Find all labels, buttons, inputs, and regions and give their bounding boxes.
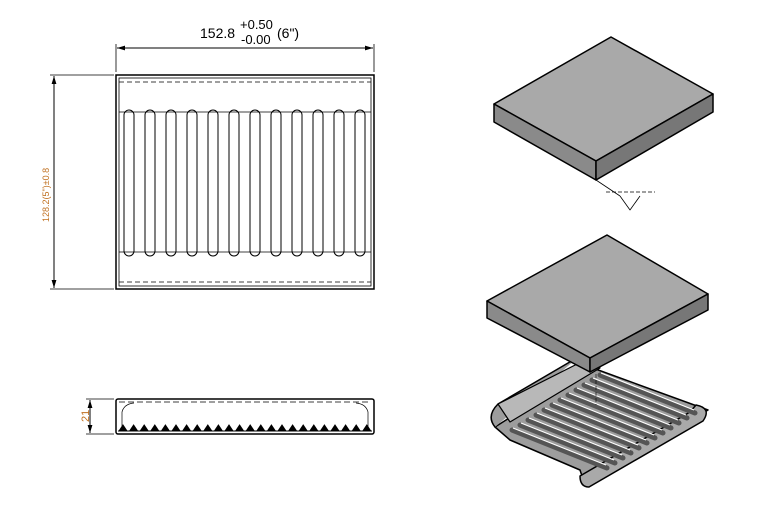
tray-rib bbox=[541, 407, 642, 451]
tray-rib-highlight bbox=[568, 392, 663, 431]
tray-ribs bbox=[509, 372, 698, 471]
tray-rib bbox=[509, 427, 610, 471]
width-tol-minus: -0.00 bbox=[241, 32, 271, 47]
rib-slot bbox=[207, 109, 219, 257]
rib-profile bbox=[266, 424, 277, 432]
tray-rib-highlight bbox=[600, 372, 695, 411]
rib-profile bbox=[118, 424, 128, 432]
rib-profile bbox=[287, 424, 298, 432]
rib-profile bbox=[160, 424, 171, 432]
rib-profile bbox=[213, 424, 224, 432]
tray-rib bbox=[557, 397, 658, 441]
tray-rib-highlight bbox=[512, 427, 607, 466]
rib-profile bbox=[245, 424, 256, 432]
height-dimension: 128.2(5")±0.8 bbox=[41, 74, 114, 290]
width-dimension: 152.8 +0.50 -0.00 (6") bbox=[115, 17, 375, 72]
tray-rib-highlight bbox=[528, 417, 623, 456]
tray-rib-highlight bbox=[592, 377, 687, 416]
rib-profile bbox=[308, 424, 319, 432]
tray-rib-highlight bbox=[584, 382, 679, 421]
tray-rib-highlight bbox=[536, 412, 631, 451]
tray-rib bbox=[581, 382, 682, 426]
rib-profile bbox=[319, 424, 330, 432]
rib-profile bbox=[330, 424, 340, 432]
rib-slot bbox=[249, 109, 261, 257]
rib-profile bbox=[192, 424, 203, 432]
rib-slot bbox=[144, 109, 156, 257]
rib-profile bbox=[171, 424, 181, 432]
tray-rib-highlight bbox=[544, 407, 639, 446]
rib-slot bbox=[291, 109, 303, 257]
tray-rib bbox=[597, 372, 698, 416]
rib-slot bbox=[228, 109, 240, 257]
rib-profile bbox=[224, 424, 234, 432]
rib-slot bbox=[333, 109, 345, 257]
tray-rib-highlight bbox=[560, 397, 655, 436]
tray-rib-highlight bbox=[520, 422, 615, 461]
side-rib-profile bbox=[118, 424, 372, 432]
tray-rib bbox=[573, 387, 674, 431]
rib-profile bbox=[234, 424, 245, 432]
rib-slot bbox=[354, 109, 366, 257]
tray-rib bbox=[549, 402, 650, 446]
iso-assembly-view bbox=[486, 234, 709, 488]
tray-rib-highlight bbox=[576, 387, 671, 426]
rib-profile bbox=[361, 424, 372, 432]
rib-slot bbox=[312, 109, 324, 257]
rib-profile bbox=[202, 424, 213, 432]
rib-profile bbox=[181, 424, 192, 432]
rib-slot bbox=[186, 109, 198, 257]
depth-dim-text: 21 bbox=[80, 410, 92, 422]
width-nominal: 152.8 bbox=[200, 25, 235, 41]
rib-slot bbox=[165, 109, 177, 257]
tray-rib bbox=[589, 377, 690, 421]
tray-rib bbox=[525, 417, 626, 461]
rib-profile bbox=[277, 424, 287, 432]
width-inch: (6") bbox=[277, 25, 299, 41]
rib-slot bbox=[123, 109, 135, 257]
rib-slot bbox=[270, 109, 282, 257]
rib-profile bbox=[139, 424, 150, 432]
top-view bbox=[115, 74, 375, 290]
side-view bbox=[86, 398, 375, 435]
height-dim-text: 128.2(5")±0.8 bbox=[41, 168, 51, 222]
rib-profile bbox=[255, 424, 266, 432]
rib-profile bbox=[128, 424, 139, 432]
iso-lid-view bbox=[493, 36, 714, 211]
rib-profile bbox=[149, 424, 160, 432]
rib-profile bbox=[298, 424, 309, 432]
tray-rib-highlight bbox=[552, 402, 647, 441]
tray-rib bbox=[533, 412, 634, 456]
rib-slots bbox=[123, 109, 366, 257]
rib-profile bbox=[340, 424, 351, 432]
rib-profile bbox=[351, 424, 362, 432]
tray-rib bbox=[565, 392, 666, 436]
width-tol-plus: +0.50 bbox=[240, 17, 273, 32]
tray-rib bbox=[517, 422, 618, 466]
